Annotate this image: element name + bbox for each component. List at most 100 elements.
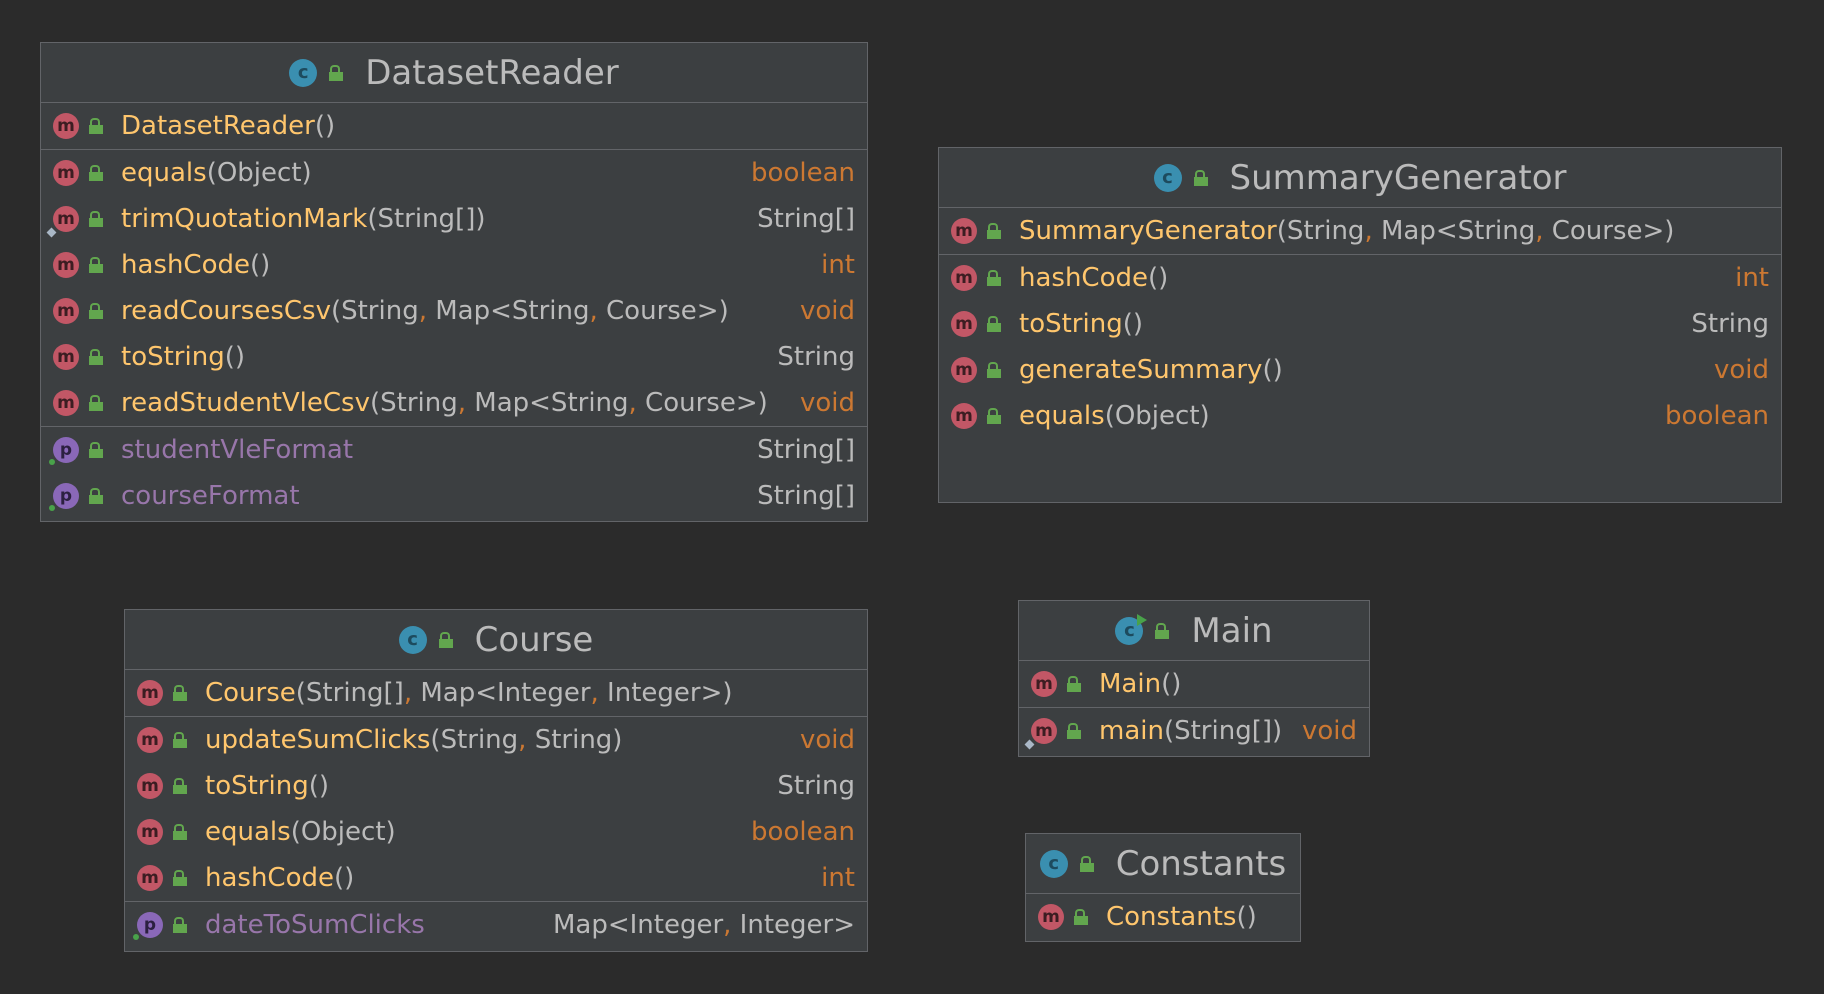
method-name: equals bbox=[121, 158, 207, 188]
lock-icon bbox=[1079, 855, 1094, 872]
method-params: (String, Map<String, Course>) bbox=[370, 388, 768, 418]
return-type: int bbox=[821, 863, 855, 893]
lock-icon bbox=[89, 118, 103, 134]
param-text: Map<String bbox=[426, 296, 590, 326]
method-params: () bbox=[1148, 263, 1168, 293]
param-text: () bbox=[1236, 902, 1257, 932]
param-text: String bbox=[1691, 309, 1769, 339]
method-name: readCoursesCsv bbox=[121, 296, 331, 326]
property-icon: p bbox=[49, 483, 79, 511]
method-params: () bbox=[1262, 355, 1282, 385]
return-type: int bbox=[821, 250, 855, 280]
method-icon: m bbox=[137, 727, 163, 753]
method-params: (String, Map<String, Course>) bbox=[331, 296, 729, 326]
static-badge-icon bbox=[1024, 739, 1035, 750]
field-badge-icon bbox=[133, 934, 139, 940]
method-icon: m bbox=[137, 819, 163, 845]
param-comma: , bbox=[723, 910, 732, 940]
lock-icon bbox=[173, 917, 187, 933]
param-text: Course>) bbox=[1543, 216, 1675, 246]
method-icon: m bbox=[951, 218, 977, 244]
method-params: () bbox=[309, 771, 329, 801]
lock-icon bbox=[89, 442, 103, 458]
param-text: (String[]) bbox=[367, 204, 486, 234]
method-icon: m bbox=[1024, 718, 1057, 750]
param-comma: , bbox=[457, 388, 467, 418]
param-text: (Object) bbox=[290, 817, 396, 847]
param-text: String[] bbox=[757, 435, 855, 465]
return-type: boolean bbox=[751, 158, 855, 188]
runnable-class-icon: c bbox=[1115, 613, 1148, 645]
param-comma: , bbox=[589, 296, 598, 326]
lock-icon bbox=[173, 778, 187, 794]
lock-icon bbox=[1067, 676, 1081, 692]
method-icon: m bbox=[46, 206, 79, 238]
method-icon: m bbox=[53, 160, 79, 186]
method-params: (String[]) bbox=[367, 204, 485, 234]
method-name: equals bbox=[1019, 401, 1105, 431]
param-text: String[] bbox=[757, 481, 855, 511]
field-badge-icon bbox=[49, 459, 55, 465]
param-comma: , bbox=[418, 296, 427, 326]
method-params: (String, String) bbox=[430, 725, 622, 755]
method-name: SummaryGenerator bbox=[1019, 216, 1277, 246]
param-comma: , bbox=[1535, 216, 1544, 246]
lock-icon bbox=[987, 362, 1001, 378]
method-name: equals bbox=[205, 817, 291, 847]
class-icon: c bbox=[289, 58, 318, 87]
lock-icon bbox=[89, 488, 103, 504]
param-text: () bbox=[308, 771, 329, 801]
return-type: String[] bbox=[745, 435, 855, 465]
method-params: () bbox=[250, 250, 270, 280]
return-type: void bbox=[799, 296, 855, 326]
lock-icon bbox=[987, 270, 1001, 286]
param-text: Course>) bbox=[636, 388, 768, 418]
method-icon: m bbox=[951, 357, 977, 383]
method-icon: m bbox=[951, 403, 977, 429]
return-type: String[] bbox=[745, 481, 855, 511]
method-icon: m bbox=[53, 113, 79, 139]
param-text: String bbox=[777, 342, 855, 372]
param-text: Integer> bbox=[731, 910, 855, 940]
method-name: toString bbox=[1019, 309, 1123, 339]
method-name: Main bbox=[1099, 669, 1162, 699]
param-text: String) bbox=[526, 725, 623, 755]
lock-icon bbox=[329, 64, 344, 81]
return-type: boolean bbox=[1665, 401, 1769, 431]
method-icon: m bbox=[1031, 671, 1057, 697]
class-name: Course bbox=[474, 619, 594, 660]
